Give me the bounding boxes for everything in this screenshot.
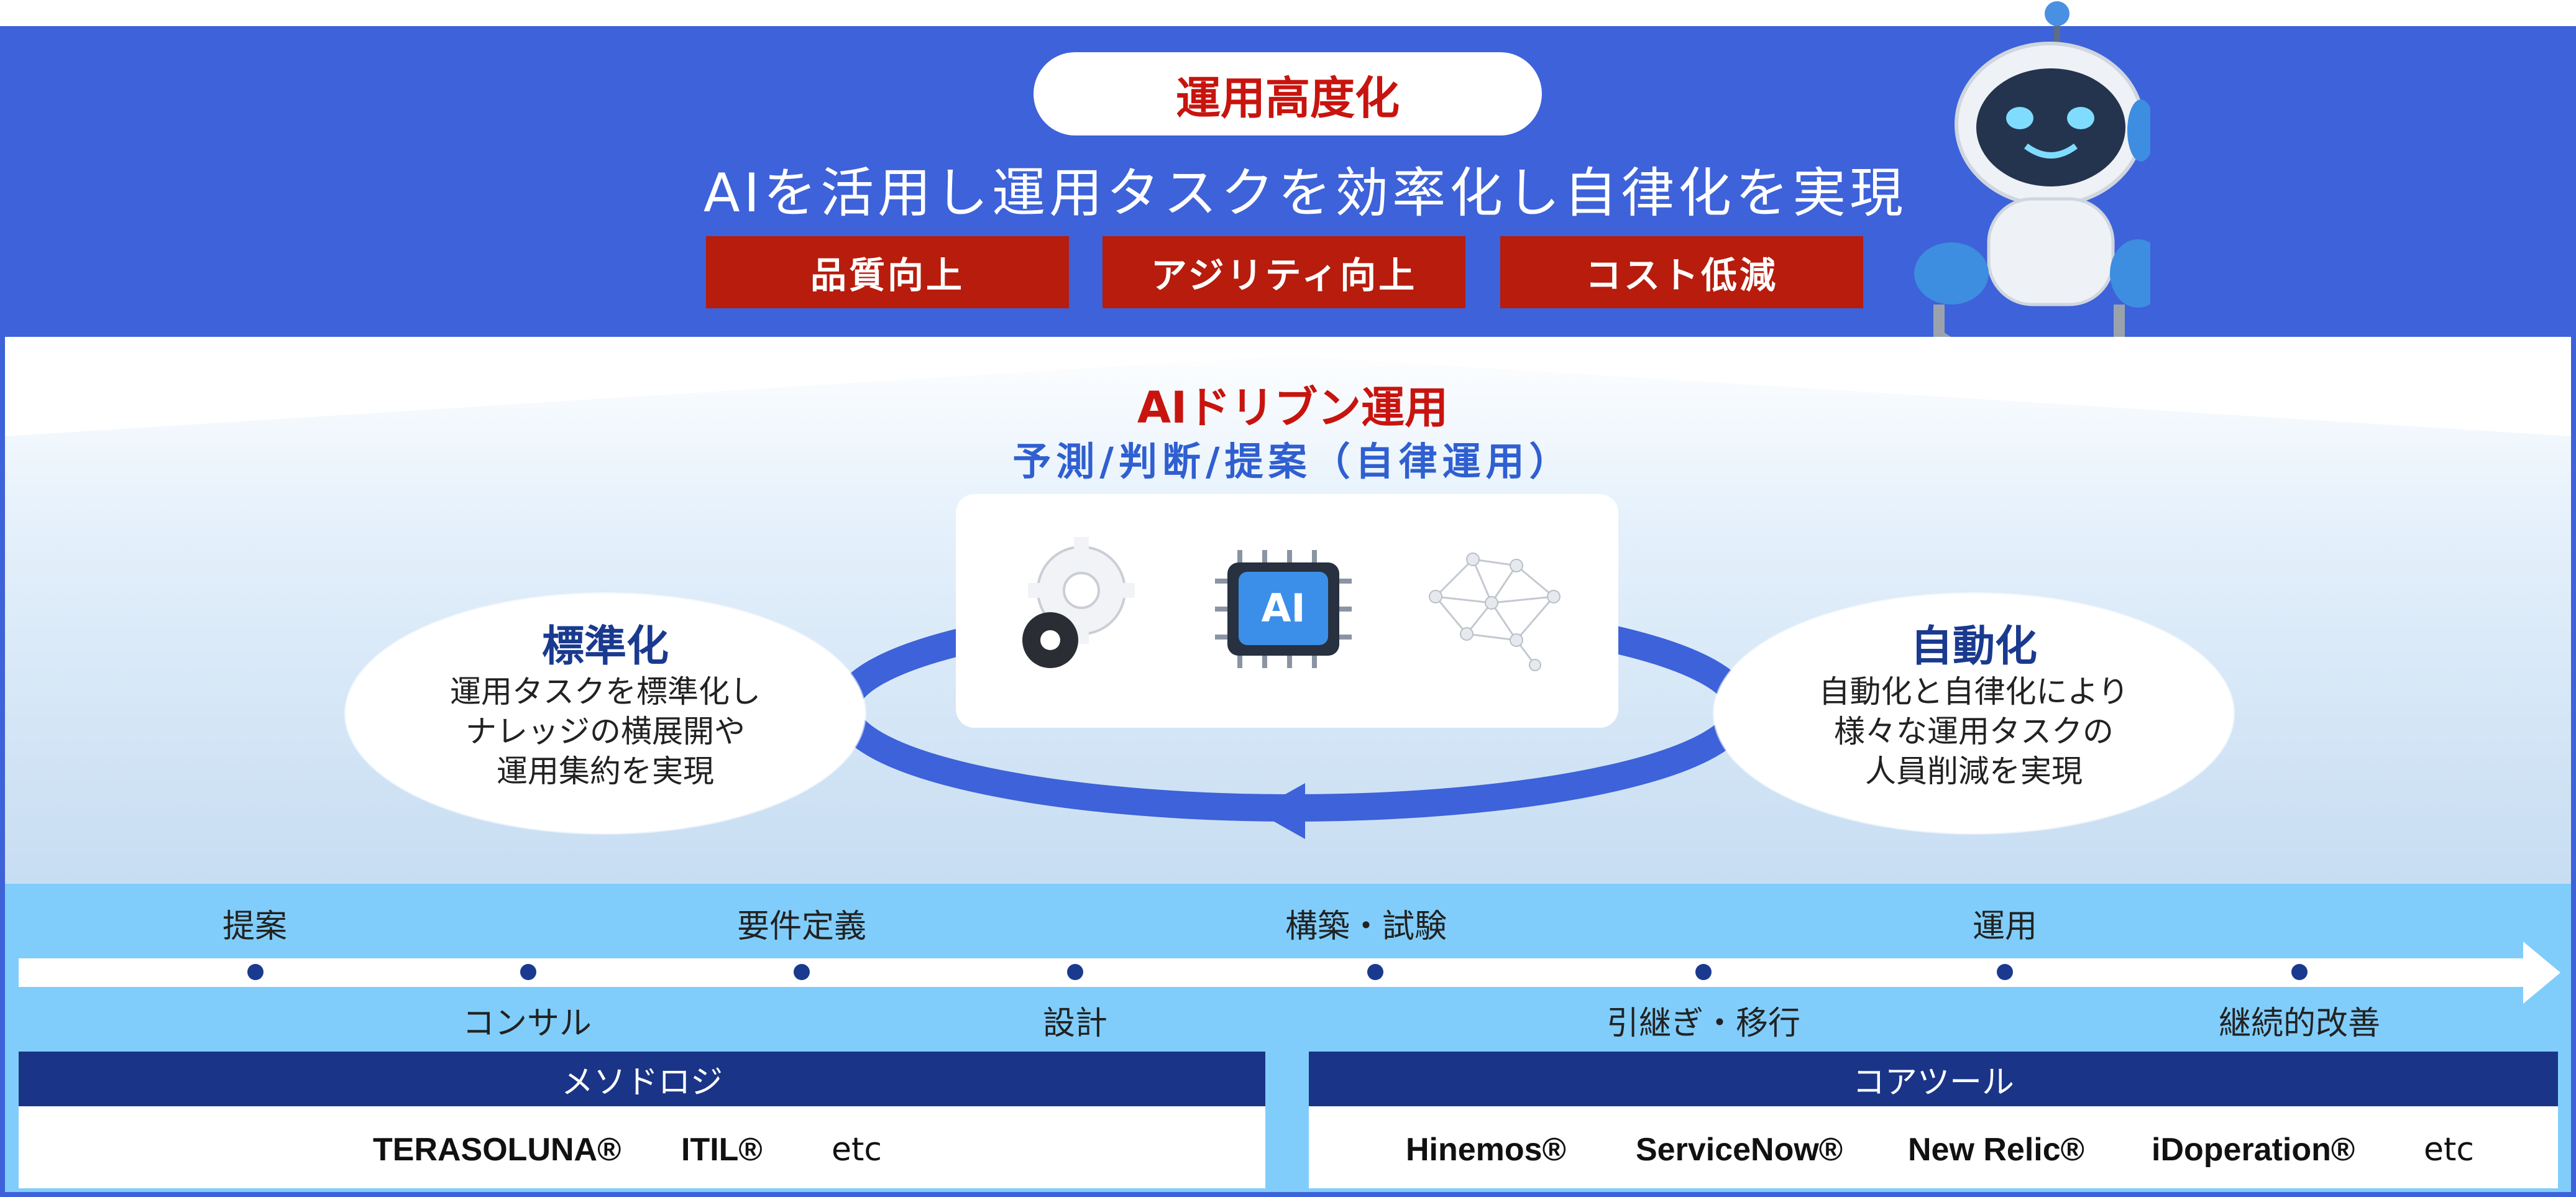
timeline-dot <box>1067 964 1083 980</box>
goal-cost: コスト低減 <box>1500 236 1863 308</box>
standardization-line: 運用タスクを標準化し <box>450 674 761 710</box>
timeline-dot <box>794 964 810 980</box>
timeline-dot <box>1367 964 1383 980</box>
timeline-dot <box>520 964 536 980</box>
timeline-dot <box>247 964 264 980</box>
methodology-item: TERASOLUNA® <box>373 1132 621 1168</box>
standardization-title: 標準化 <box>541 622 669 671</box>
ai-chip-icon: AI <box>1215 550 1352 668</box>
core-tools-body <box>1309 1106 2558 1188</box>
core-tool-item: ServiceNow® <box>1636 1132 1843 1168</box>
methodology-body <box>19 1106 1265 1188</box>
automation-line: 様々な運用タスクの <box>1834 713 2114 750</box>
standardization-ellipse: 標準化 運用タスクを標準化し ナレッジの横展開や 運用集約を実現 <box>346 594 865 833</box>
timeline-dot <box>1997 964 2013 980</box>
goal-quality: 品質向上 <box>706 236 1069 308</box>
outer-frame <box>0 26 2576 1197</box>
core-tools-etc: etc <box>2424 1131 2474 1168</box>
timeline-dot <box>2291 964 2308 980</box>
timeline-dot <box>1695 964 1712 980</box>
standardization-line: ナレッジの横展開や <box>465 713 745 750</box>
core-tool-item: Hinemos® <box>1406 1132 1566 1168</box>
core-tools-header: コアツール <box>1309 1052 2558 1106</box>
goal-agility: アジリティ向上 <box>1102 236 1465 308</box>
core-tool-item: iDoperation® <box>2152 1132 2355 1168</box>
phase-improvement: 継続的改善 <box>2218 1005 2380 1042</box>
headline: AIを活用し運用タスクを効率化し自律化を実現 <box>703 162 1907 224</box>
automation-ellipse: 自動化 自動化と自律化により 様々な運用タスクの 人員削減を実現 <box>1714 594 2234 833</box>
roof-shape <box>5 337 2571 436</box>
phase-proposal: 提案 <box>222 908 287 945</box>
core-tool-item: New Relic® <box>1908 1132 2084 1168</box>
timeline-arrow <box>19 942 2560 1004</box>
methodology-etc: etc <box>832 1131 882 1168</box>
standardization-line: 運用集約を実現 <box>497 753 714 789</box>
phase-design: 設計 <box>1042 1005 1107 1042</box>
automation-line: 人員削減を実現 <box>1865 753 2083 789</box>
gears-icon <box>1022 537 1135 668</box>
header-pill: 運用高度化 <box>1034 52 1542 135</box>
phase-requirements: 要件定義 <box>736 908 866 945</box>
methodology-item: ITIL® <box>681 1132 763 1168</box>
neural-network-icon <box>1429 553 1561 671</box>
phase-consulting: コンサル <box>462 1005 592 1042</box>
robot-illustration <box>1914 1 2150 365</box>
ai-driven-subtitle: 予測/判断/提案（自律運用） <box>1012 439 1573 484</box>
ai-driven-title: AIドリブン運用 <box>1137 382 1449 433</box>
automation-title: 自動化 <box>1910 622 2037 671</box>
phase-build-test: 構築・試験 <box>1285 908 1447 945</box>
phase-operation: 運用 <box>1972 908 2037 945</box>
chip-label: AI <box>1261 585 1305 631</box>
methodology-header: メソドロジ <box>19 1052 1265 1106</box>
automation-line: 自動化と自律化により <box>1818 674 2129 710</box>
phase-transition: 引継ぎ・移行 <box>1606 1005 1800 1042</box>
